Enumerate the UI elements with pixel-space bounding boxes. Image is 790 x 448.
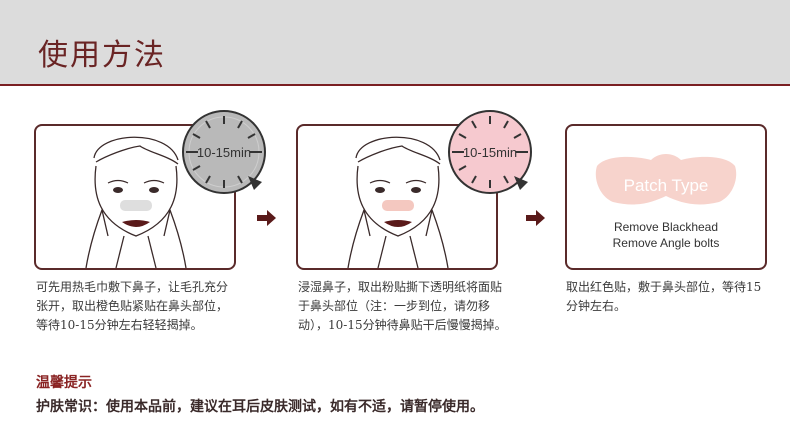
timer-label: 10-15min bbox=[197, 145, 251, 160]
face-illustration-1 bbox=[85, 136, 187, 268]
next-arrow-icon bbox=[526, 208, 546, 228]
face-illustration-2 bbox=[347, 136, 449, 268]
step-3-description: 取出红色贴，敷于鼻头部位，等待15分钟左右。 bbox=[566, 280, 762, 313]
next-arrow-icon bbox=[257, 208, 277, 228]
page-title: 使用方法 bbox=[38, 38, 166, 73]
header-bar bbox=[0, 0, 790, 84]
step-3-patch-panel: Patch Type Remove Blackhead Remove Angle… bbox=[565, 124, 767, 270]
tip-title: 温馨提示 bbox=[36, 375, 92, 391]
nose-patch-2 bbox=[382, 200, 414, 211]
timer-clock-1: 10-15min bbox=[180, 108, 268, 196]
timer-label: 10-15min bbox=[463, 145, 517, 160]
nose-patch-1 bbox=[120, 200, 152, 211]
step-2-description: 浸湿鼻子，取出粉贴撕下透明纸将面贴于鼻头部位（注：一步到位，请勿移动），10-1… bbox=[298, 280, 507, 332]
remove-blackhead-label: Remove Blackhead bbox=[613, 220, 719, 234]
header-divider bbox=[0, 84, 790, 86]
tip-text: 护肤常识：使用本品前，建议在耳后皮肤测试，如有不适，请暂停使用。 bbox=[36, 399, 484, 415]
patch-shape-icon bbox=[595, 154, 737, 205]
timer-clock-2: 10-15min bbox=[446, 108, 534, 196]
remove-angle-bolts-label: Remove Angle bolts bbox=[612, 236, 720, 250]
step-1-description: 可先用热毛巾敷下鼻子，让毛孔充分张开，取出橙色贴紧贴在鼻头部位，等待10-15分… bbox=[36, 280, 229, 332]
patch-type-label: Patch Type bbox=[623, 176, 709, 195]
